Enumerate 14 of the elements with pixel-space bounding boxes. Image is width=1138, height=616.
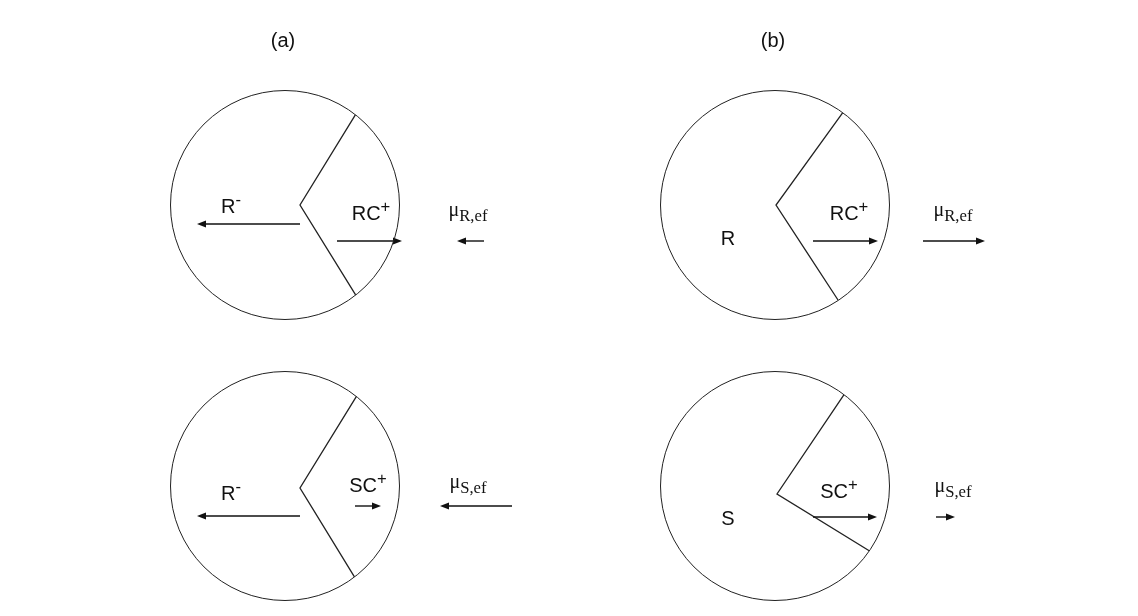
- sector-label: SC$^{+}$: [349, 470, 387, 496]
- sector-label: S: [721, 507, 735, 529]
- sector-label: SC$^{+}$: [820, 476, 858, 502]
- symbol-label: μ$_{R,ef}$: [448, 198, 488, 226]
- symbol-label: μ$_{S,ef}$: [449, 470, 487, 498]
- sector-label: RC$^{+}$: [351, 198, 391, 224]
- panel-label: (b): [760, 29, 786, 51]
- sector-label: R: [720, 227, 736, 249]
- symbol-label: μ$_{R,ef}$: [933, 198, 973, 226]
- sector-label: R$^{-}$: [221, 191, 241, 217]
- sector-label: R$^{-}$: [221, 478, 241, 504]
- sector-label: RC$^{+}$: [829, 198, 869, 224]
- panel-label: (a): [270, 29, 296, 51]
- symbol-label: μ$_{S,ef}$: [934, 474, 972, 502]
